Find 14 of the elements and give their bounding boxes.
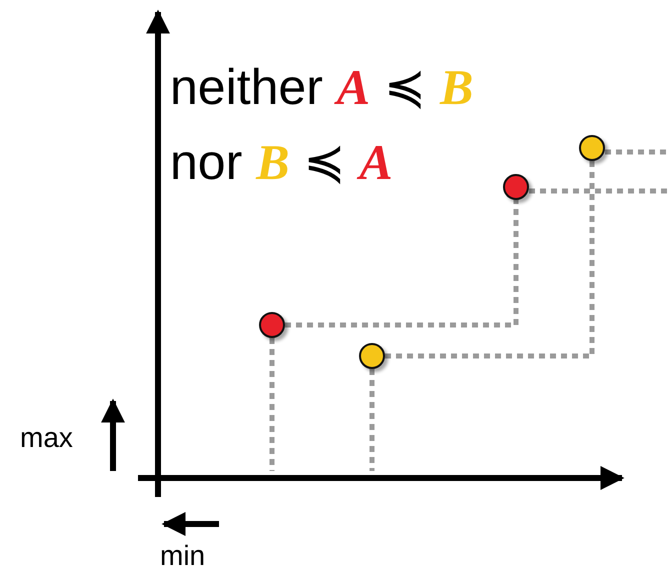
point-marker [359,343,385,369]
axis-label: min [160,540,206,572]
axis-label: max [20,422,73,454]
dotted-line [270,338,274,471]
statement-text: neither A ≼ B [170,58,474,116]
point-marker [259,312,285,338]
statement-text: nor B ≼ A [170,133,393,191]
dotted-line [605,150,669,154]
dotted-line [529,188,669,194]
point-marker [579,135,605,161]
point-marker [503,174,529,200]
dotted-line [385,161,594,358]
dotted-line [370,369,374,471]
dotted-line [285,200,518,328]
